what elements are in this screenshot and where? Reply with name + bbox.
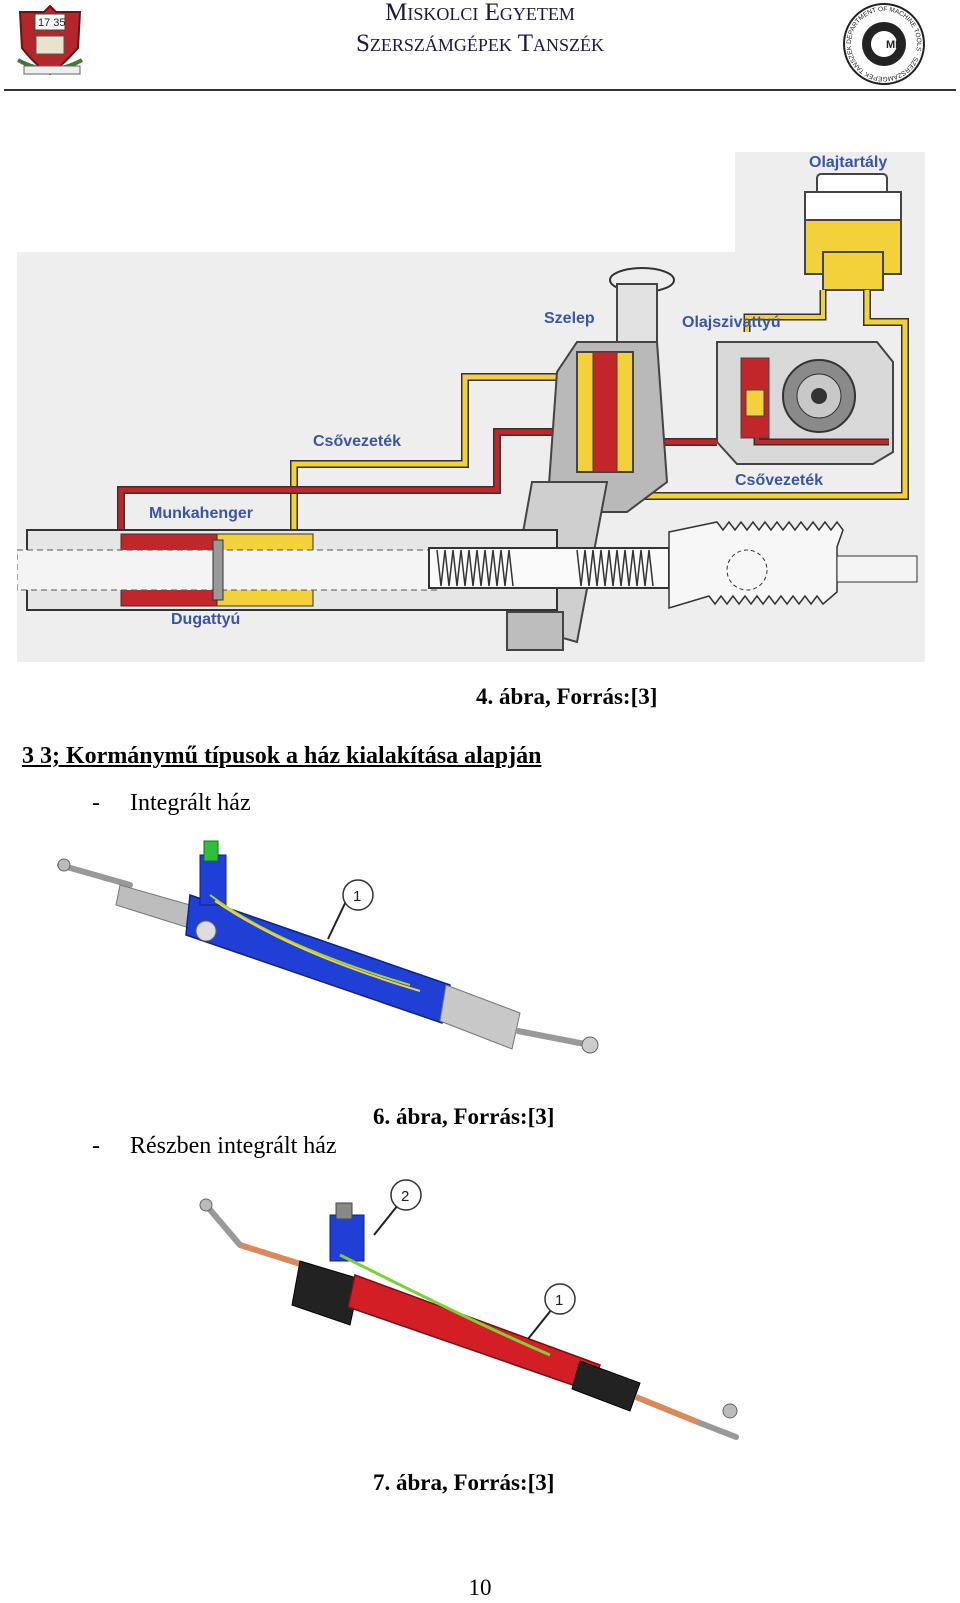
section-title: 3 3; Kormánymű típusok a ház kialakítása…	[22, 743, 542, 769]
logo-year: 17 35	[38, 17, 66, 29]
label-csovezetek-right: Csővezeték	[735, 472, 823, 489]
label-dugattyu: Dugattyú	[171, 611, 240, 628]
page-number: 10	[468, 1575, 492, 1600]
label-munkahenger: Munkahenger	[149, 505, 253, 522]
bullet2-text: Részben integrált ház	[130, 1133, 337, 1159]
figure-7-image: 2 1	[180, 1175, 760, 1465]
header-divider	[4, 89, 956, 91]
figure-7-caption: 7. ábra, Forrás:[3]	[373, 1470, 555, 1495]
figure-6-callout-1: 1	[353, 888, 361, 905]
department-logo: DEPARTMENT OF MACHINE TOOLS · SZERSZÁMGÉ…	[842, 2, 926, 86]
label-szelep: Szelep	[544, 310, 595, 327]
figure-7-callout-2: 2	[401, 1188, 409, 1205]
bullet1-dash: -	[92, 790, 100, 816]
university-logo: 17 35	[14, 4, 98, 80]
figure-6-image: 1	[50, 835, 610, 1065]
figure-7-callout-1: 1	[555, 1292, 563, 1309]
bullet1-text: Integrált ház	[130, 790, 251, 816]
label-olajszivattyu: Olajszivattyú	[682, 314, 781, 331]
figure-4-caption: 4. ábra, Forrás:[3]	[476, 684, 658, 709]
university-name: Miskolci Egyetem	[385, 0, 575, 26]
label-csovezetek-left: Csővezeték	[313, 433, 401, 450]
figure-4-diagram: Olajtartály Szelep Olajszivattyú Csőveze…	[16, 152, 925, 662]
department-name: Szerszámgépek Tanszék	[356, 30, 604, 57]
bullet2-dash: -	[92, 1133, 100, 1159]
figure-6-caption: 6. ábra, Forrás:[3]	[373, 1104, 555, 1129]
svg-text:ME: ME	[886, 39, 903, 51]
label-olajtartaly: Olajtartály	[809, 154, 887, 171]
